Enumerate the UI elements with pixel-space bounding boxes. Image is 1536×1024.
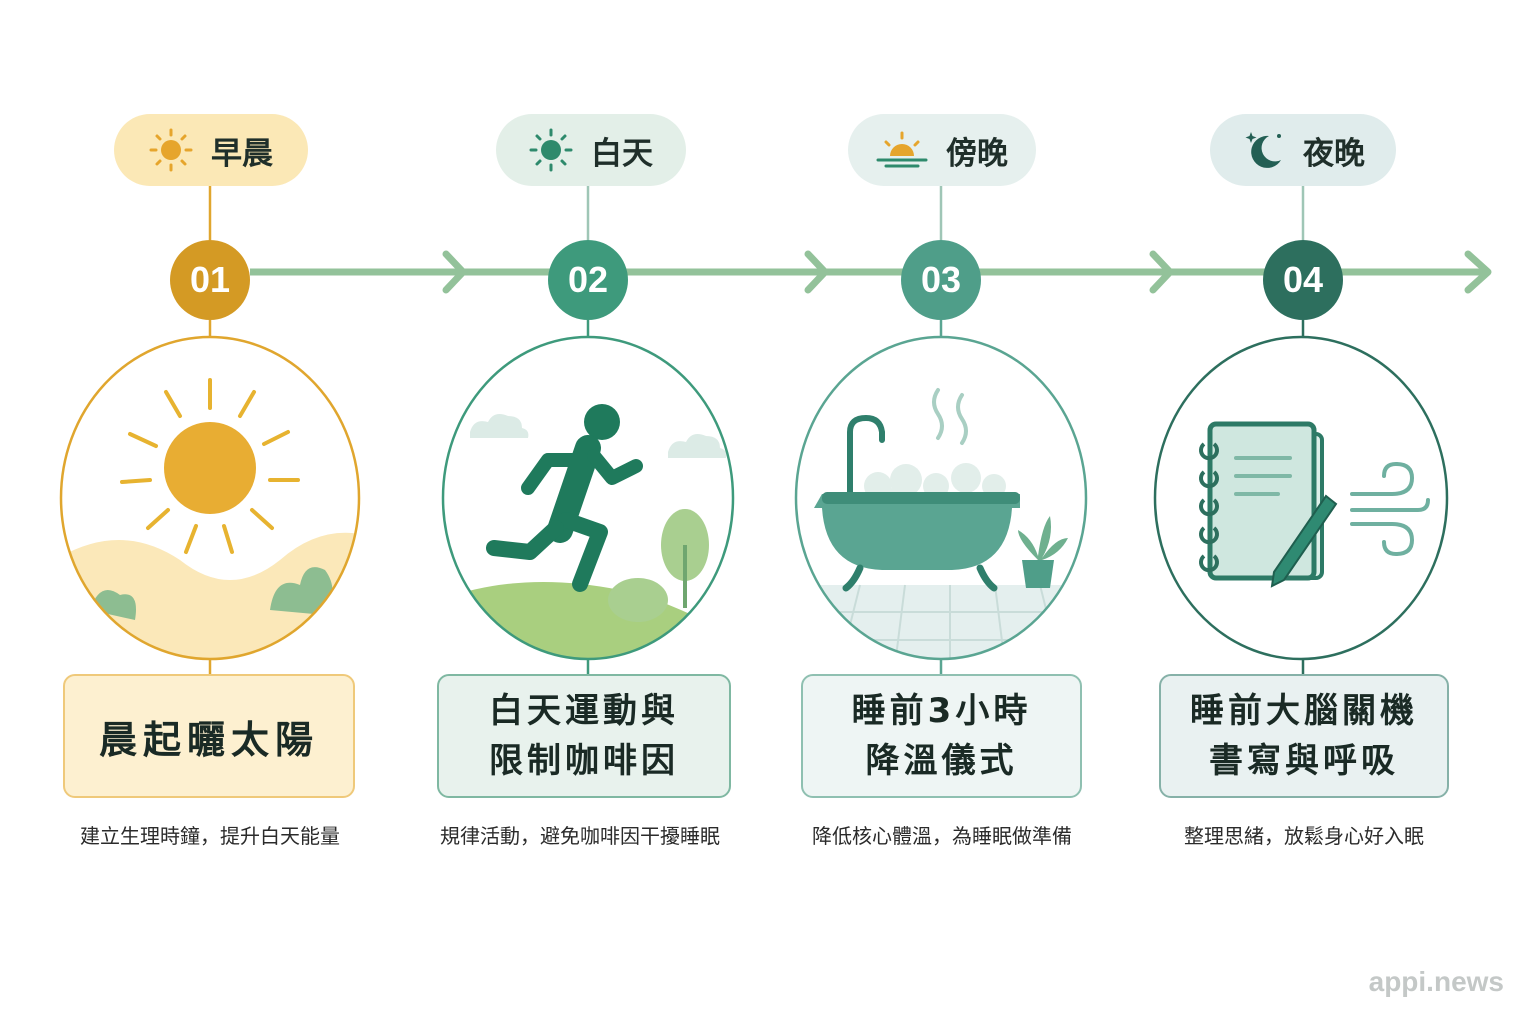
step-title-card: 白天運動與 限制咖啡因 <box>437 674 731 798</box>
period-label: 白天 <box>591 135 653 172</box>
journal-breathing-illustration <box>1153 335 1449 661</box>
sun-icon <box>149 128 193 172</box>
step-title-line: 睡前大腦關機 <box>1190 691 1418 731</box>
period-pill-evening: 傍晚 <box>848 114 1036 186</box>
moon-icon <box>1245 132 1281 168</box>
pen-icon <box>1270 494 1338 588</box>
step-caption: 建立生理時鐘，提升白天能量 <box>80 824 340 848</box>
step-title-card: 睡前3小時 降溫儀式 <box>801 674 1082 798</box>
step-title-line: 睡前3小時 <box>851 691 1032 731</box>
step-number-badge: 03 <box>901 240 981 320</box>
step-title-card: 晨起曬太陽 <box>63 674 355 798</box>
arrow-head-icon <box>1149 250 1174 294</box>
period-label: 早晨 <box>211 135 273 172</box>
watermark: appi.news <box>1368 966 1504 997</box>
step-caption: 降低核心體溫，為睡眠做準備 <box>812 824 1072 848</box>
period-label: 傍晚 <box>946 135 1008 172</box>
breath-icon <box>1350 461 1430 557</box>
arrow-head-icon <box>1464 250 1492 294</box>
step-caption: 規律活動，避免咖啡因干擾睡眠 <box>440 824 720 848</box>
sun-icon <box>120 378 300 554</box>
arrow-head-icon <box>804 250 829 294</box>
step-title-line: 限制咖啡因 <box>489 741 679 781</box>
step-caption: 整理思緒，放鬆身心好入眠 <box>1184 824 1424 848</box>
bathtub-illustration <box>794 335 1088 661</box>
step-title-line: 書寫與呼吸 <box>1209 741 1399 781</box>
sunrise-illustration <box>59 335 361 661</box>
step-title-card: 睡前大腦關機 書寫與呼吸 <box>1159 674 1449 798</box>
step-number-badge: 04 <box>1263 240 1343 320</box>
step-number-badge: 01 <box>170 240 250 320</box>
sun-icon <box>529 128 573 172</box>
period-pill-night: 夜晚 <box>1210 114 1396 186</box>
period-pill-day: 白天 <box>496 114 686 186</box>
step-title-line: 降溫儀式 <box>865 741 1018 781</box>
running-person-illustration <box>441 335 735 661</box>
arrow-head-icon <box>442 250 467 294</box>
step-number-badge: 02 <box>548 240 628 320</box>
period-pill-morning: 早晨 <box>114 114 308 186</box>
sunset-icon <box>876 131 928 168</box>
notebook-icon <box>1199 421 1324 581</box>
step-title-line: 白天運動與 <box>489 691 679 731</box>
running-person-icon <box>486 404 643 592</box>
step-title-line: 晨起曬太陽 <box>98 717 319 762</box>
connectors <box>208 186 1305 674</box>
period-label: 夜晚 <box>1303 135 1365 172</box>
